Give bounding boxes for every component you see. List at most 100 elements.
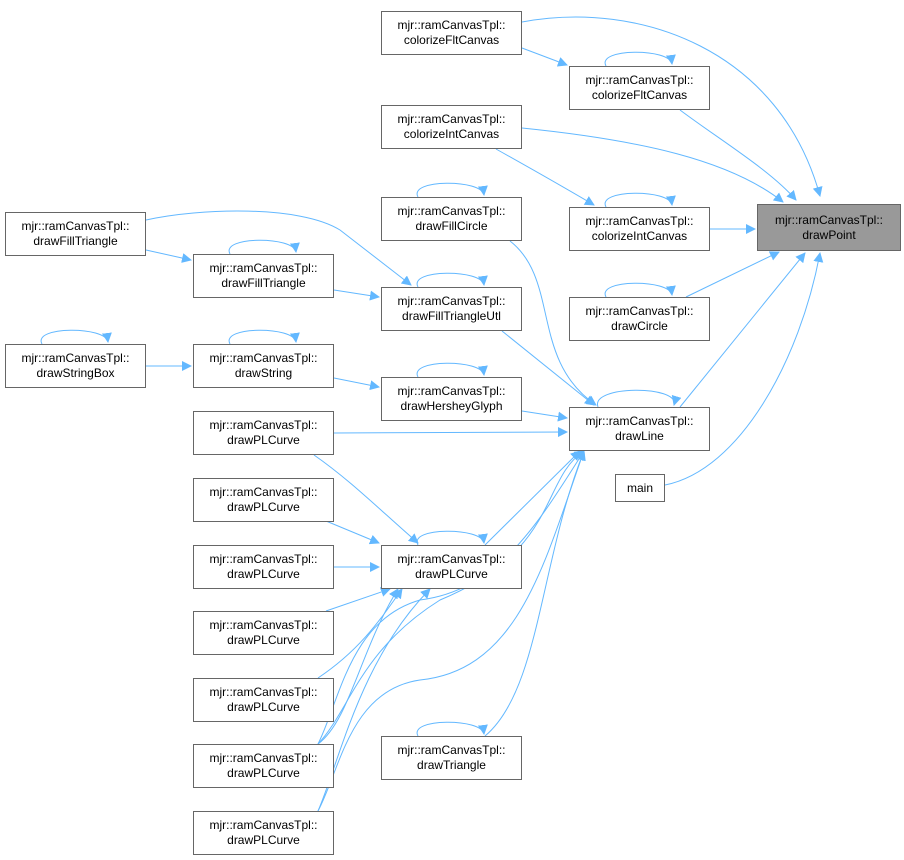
node-label-line2: drawPLCurve bbox=[227, 633, 300, 647]
edge-drawFillTriangleUtl-self bbox=[416, 272, 488, 288]
node-label-line2: drawPLCurve bbox=[227, 766, 300, 780]
edge-drawPLCurve-center--drawLine bbox=[484, 450, 581, 546]
edge-drawPLCurve-7--drawLine bbox=[317, 450, 586, 812]
edge-main--drawPoint bbox=[664, 252, 824, 486]
node-label-line2: colorizeFltCanvas bbox=[591, 88, 688, 102]
node-label-line1: mjr::ramCanvasTpl:: bbox=[397, 552, 506, 566]
node-label-line1: mjr::ramCanvasTpl:: bbox=[585, 304, 694, 318]
node-drawFillTriangleUtl[interactable]: mjr::ramCanvasTpl:: drawFillTriangleUtl bbox=[381, 287, 522, 331]
edge-drawPLCurve-5--drawLine bbox=[317, 450, 585, 745]
edge-drawPLCurve-5--drawPLCurve-center bbox=[317, 588, 403, 679]
edge-drawFillCircle-self bbox=[416, 182, 488, 198]
node-label-line2: drawPoint bbox=[802, 227, 856, 242]
node-drawFillTriangle-b[interactable]: mjr::ramCanvasTpl:: drawFillTriangle bbox=[193, 254, 334, 298]
node-label-line1: mjr::ramCanvasTpl:: bbox=[585, 73, 694, 87]
edge-drawPLCurve-1--drawPLCurve-center bbox=[313, 454, 419, 544]
node-drawFillTriangle-a[interactable]: mjr::ramCanvasTpl:: drawFillTriangle bbox=[5, 212, 146, 256]
node-drawPLCurve-1[interactable]: mjr::ramCanvasTpl:: drawPLCurve bbox=[193, 411, 334, 455]
edge-drawCircle--drawPoint bbox=[685, 251, 780, 298]
node-label-line2: drawPLCurve bbox=[227, 700, 300, 714]
node-drawStringBox[interactable]: mjr::ramCanvasTpl:: drawStringBox bbox=[5, 344, 146, 388]
edge-drawHersheyGlyph-self bbox=[416, 362, 488, 378]
node-colorizeIntCanvas-b[interactable]: mjr::ramCanvasTpl:: colorizeIntCanvas bbox=[569, 207, 710, 251]
edge-drawFillTriangle-a--drawFillTriangle-b bbox=[145, 249, 192, 263]
edge-drawPLCurve-6--drawPLCurve-center bbox=[317, 588, 399, 745]
node-label-line2: drawPLCurve bbox=[415, 567, 488, 581]
node-label-line1: mjr::ramCanvasTpl:: bbox=[21, 351, 130, 365]
node-label-line1: mjr::ramCanvasTpl:: bbox=[21, 219, 130, 233]
node-label-line1: mjr::ramCanvasTpl:: bbox=[209, 552, 318, 566]
node-label-line1: mjr::ramCanvasTpl:: bbox=[209, 485, 318, 499]
node-label-line2: colorizeFltCanvas bbox=[403, 33, 500, 47]
node-label-line1: mjr::ramCanvasTpl:: bbox=[209, 351, 318, 365]
node-label-line1: mjr::ramCanvasTpl:: bbox=[774, 212, 884, 227]
node-drawPLCurve-5[interactable]: mjr::ramCanvasTpl:: drawPLCurve bbox=[193, 678, 334, 722]
node-drawCircle[interactable]: mjr::ramCanvasTpl:: drawCircle bbox=[569, 297, 710, 341]
node-drawHersheyGlyph[interactable]: mjr::ramCanvasTpl:: drawHersheyGlyph bbox=[381, 377, 522, 421]
edge-drawFillTriangle-b--drawFillTriangleUtl bbox=[333, 289, 380, 301]
node-label-line1: mjr::ramCanvasTpl:: bbox=[397, 204, 506, 218]
node-label-line2: drawFillTriangle bbox=[221, 276, 306, 290]
edge-drawPLCurve-4--drawPLCurve-center bbox=[325, 587, 391, 612]
node-label-line1: mjr::ramCanvasTpl:: bbox=[397, 18, 506, 32]
edge-drawFillTriangle-b-self bbox=[228, 239, 300, 255]
node-label-line2: drawFillCircle bbox=[415, 219, 488, 233]
edge-drawPLCurve-2--drawPLCurve-center bbox=[325, 520, 380, 545]
node-drawPLCurve-7[interactable]: mjr::ramCanvasTpl:: drawPLCurve bbox=[193, 811, 334, 855]
node-drawPLCurve-3[interactable]: mjr::ramCanvasTpl:: drawPLCurve bbox=[193, 545, 334, 589]
edge-drawStringBox-self bbox=[40, 329, 112, 345]
node-label-line1: main bbox=[626, 480, 653, 495]
node-drawFillCircle[interactable]: mjr::ramCanvasTpl:: drawFillCircle bbox=[381, 197, 522, 241]
node-colorizeIntCanvas-a[interactable]: mjr::ramCanvasTpl:: colorizeIntCanvas bbox=[381, 105, 522, 149]
node-label-line1: mjr::ramCanvasTpl:: bbox=[209, 751, 318, 765]
node-drawPLCurve-4[interactable]: mjr::ramCanvasTpl:: drawPLCurve bbox=[193, 611, 334, 655]
node-label-line1: mjr::ramCanvasTpl:: bbox=[209, 685, 318, 699]
node-label-line2: drawStringBox bbox=[36, 366, 115, 380]
node-drawPLCurve-2[interactable]: mjr::ramCanvasTpl:: drawPLCurve bbox=[193, 478, 334, 522]
node-drawString[interactable]: mjr::ramCanvasTpl:: drawString bbox=[193, 344, 334, 388]
edge-drawPLCurve-center-self bbox=[416, 530, 488, 546]
node-label-line1: mjr::ramCanvasTpl:: bbox=[397, 743, 506, 757]
node-label-line1: mjr::ramCanvasTpl:: bbox=[585, 414, 694, 428]
node-label-line2: drawFillTriangleUtl bbox=[402, 309, 501, 323]
edge-colorizeFltCanvas-a--drawPoint bbox=[521, 16, 823, 197]
edge-colorizeFltCanvas-b-self bbox=[604, 51, 676, 67]
node-label-line2: drawString bbox=[234, 366, 293, 380]
node-label-line2: drawCircle bbox=[611, 319, 668, 333]
node-drawPLCurve-6[interactable]: mjr::ramCanvasTpl:: drawPLCurve bbox=[193, 744, 334, 788]
edge-drawPLCurve-7--drawPLCurve-center bbox=[317, 588, 431, 812]
node-label-line1: mjr::ramCanvasTpl:: bbox=[209, 418, 318, 432]
edge-drawLine-self bbox=[597, 389, 682, 408]
edge-drawHersheyGlyph--drawLine bbox=[521, 410, 568, 422]
edge-drawFillTriangle-a--drawFillTriangleUtl bbox=[145, 210, 412, 286]
edge-drawPLCurve-1--drawLine bbox=[333, 427, 568, 438]
node-label-line1: mjr::ramCanvasTpl:: bbox=[209, 261, 318, 275]
node-label-line2: colorizeIntCanvas bbox=[591, 229, 688, 243]
node-label-line2: drawPLCurve bbox=[227, 500, 300, 514]
node-label-line1: mjr::ramCanvasTpl:: bbox=[209, 818, 318, 832]
node-drawLine[interactable]: mjr::ramCanvasTpl:: drawLine bbox=[569, 407, 710, 451]
node-colorizeFltCanvas-b[interactable]: mjr::ramCanvasTpl:: colorizeFltCanvas bbox=[569, 66, 710, 110]
edge-drawString--drawHersheyGlyph bbox=[333, 377, 380, 391]
node-drawTriangle[interactable]: mjr::ramCanvasTpl:: drawTriangle bbox=[381, 736, 522, 780]
node-main[interactable]: main bbox=[615, 474, 665, 502]
edge-drawCircle-self bbox=[604, 282, 676, 298]
edge-colorizeFltCanvas-b--drawPoint bbox=[679, 109, 797, 201]
node-label-line2: drawTriangle bbox=[417, 758, 486, 772]
node-label-line2: drawFillTriangle bbox=[33, 234, 118, 248]
node-drawPLCurve-center[interactable]: mjr::ramCanvasTpl:: drawPLCurve bbox=[381, 545, 522, 589]
node-label-line1: mjr::ramCanvasTpl:: bbox=[209, 618, 318, 632]
node-colorizeFltCanvas-a[interactable]: mjr::ramCanvasTpl:: colorizeFltCanvas bbox=[381, 11, 522, 55]
node-label-line2: drawHersheyGlyph bbox=[400, 399, 503, 413]
edge-colorizeIntCanvas-a--colorizeIntCanvas-b bbox=[495, 148, 595, 206]
edge-drawTriangle-self bbox=[416, 721, 488, 737]
node-drawPoint[interactable]: mjr::ramCanvasTpl:: drawPoint bbox=[757, 204, 901, 251]
edge-colorizeIntCanvas-a--drawPoint bbox=[521, 127, 784, 203]
node-label-line2: drawPLCurve bbox=[227, 833, 300, 847]
edge-colorizeIntCanvas-b-self bbox=[604, 192, 676, 208]
edge-drawTriangle--drawLine bbox=[484, 450, 586, 737]
edge-colorizeFltCanvas-a--colorizeFltCanvas-b bbox=[521, 47, 568, 67]
node-label-line2: drawPLCurve bbox=[227, 433, 300, 447]
edge-drawPLCurve-6--drawLine bbox=[317, 450, 585, 745]
